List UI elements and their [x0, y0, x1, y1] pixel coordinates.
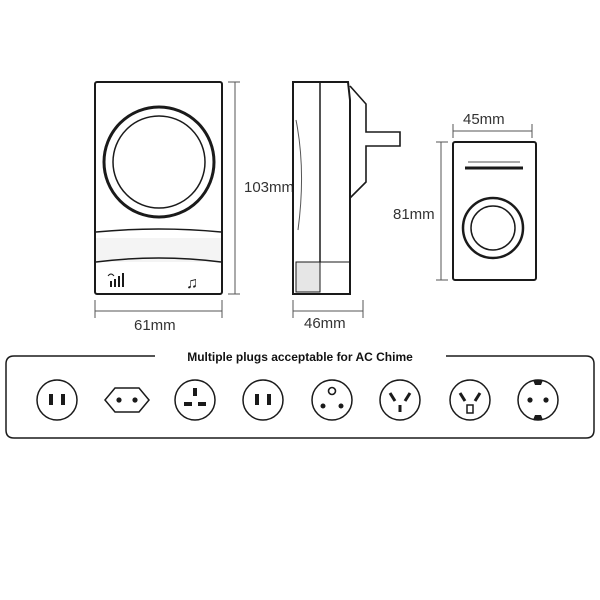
uk-three-rect-socket-icon: [174, 379, 216, 421]
us-two-flat-socket-icon: [36, 379, 78, 421]
chime-front-view: ♫: [94, 81, 223, 295]
dimension-button-height: 81mm: [393, 141, 448, 281]
banner-title: Multiple plugs acceptable for AC Chime: [187, 350, 413, 364]
au-three-slant-socket-icon: [449, 379, 491, 421]
dimension-label-side-depth: 46mm: [304, 315, 346, 332]
push-button-ring: [461, 196, 525, 260]
plug-types-banner: Multiple plugs acceptable for AC Chime: [5, 350, 595, 439]
push-button-front-view: [452, 141, 537, 281]
dimension-label-button-height: 81mm: [393, 206, 435, 223]
music-note-icon: ♫: [186, 275, 198, 292]
au-three-slant-socket-icon: [379, 379, 421, 421]
signal-antenna-icon: [107, 273, 124, 287]
dimension-front-width: 61mm: [94, 300, 223, 334]
us-two-flat-socket-icon: [242, 379, 284, 421]
dimension-front-height: 103mm: [228, 81, 294, 295]
schuko-socket-icon: [517, 379, 559, 421]
dimension-label-front-width: 61mm: [134, 317, 176, 334]
dimension-label-front-height: 103mm: [244, 179, 294, 196]
dimension-label-button-width: 45mm: [463, 111, 505, 128]
dimension-button-width: 45mm: [452, 111, 533, 138]
dimension-side-depth: 46mm: [292, 300, 364, 332]
chime-speaker-ring: [102, 105, 216, 219]
chime-side-view: [292, 81, 401, 295]
push-button-inner: [470, 205, 516, 251]
plug-prong: [349, 85, 401, 199]
round-three-pin-socket-icon: [311, 379, 353, 421]
chime-speaker-inner: [112, 115, 206, 209]
eu-two-round-plug-icon: [104, 387, 150, 413]
